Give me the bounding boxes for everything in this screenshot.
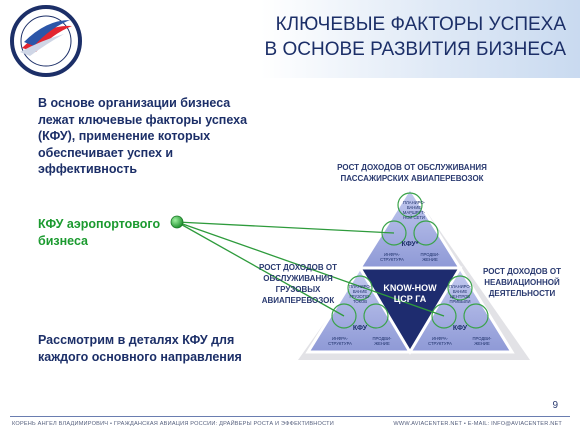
label-left-1: РОСТ ДОХОДОВ ОТ [259, 263, 337, 272]
label-right-1: РОСТ ДОХОДОВ ОТ [483, 267, 561, 276]
intro-text: В основе организации бизнеса лежат ключе… [38, 96, 248, 176]
right-left-item-2: СТРУКТУРА [428, 341, 452, 346]
left-kfu-label: КФУ [353, 325, 368, 332]
top-apex-item-1: ПЛАНИРО- [403, 200, 426, 205]
label-right-2: НЕАВИАЦИОННОЙ [484, 278, 560, 287]
label-top-1: РОСТ ДОХОДОВ ОТ ОБСЛУЖИВАНИЯ [337, 163, 487, 172]
center-triangle [357, 266, 463, 355]
organization-logo [10, 5, 82, 77]
top-kfu-label: КФУ* [402, 241, 419, 248]
left-right-item-1: ПРОДВИ- [373, 336, 393, 341]
right-right-item-2: ЖЕНИЕ [474, 341, 490, 346]
left-apex-item-1: ПЛАНИРО- [349, 284, 372, 289]
label-top-2: ПАССАЖИРСКИХ АВИАПЕРЕВОЗОК [340, 174, 483, 183]
label-right-3: ДЕЯТЕЛЬНОСТИ [489, 289, 556, 298]
right-apex-item-4: ПРИБЫЛИ [449, 299, 470, 304]
top-right-item-1: ПРОДВИ- [421, 252, 441, 257]
consider-text: Рассмотрим в деталях КФУ для каждого осн… [38, 333, 242, 364]
label-left-2: ОБСЛУЖИВАНИЯ [263, 274, 333, 283]
kfu-circles [331, 192, 489, 329]
page-number: 9 [552, 400, 558, 411]
right-left-item-1: ИНФРА- [432, 336, 449, 341]
right-kfu-label: КФУ [453, 325, 468, 332]
left-apex-item-3: ГРУЗОПО- [350, 294, 372, 299]
title-line-2: В ОСНОВЕ РАЗВИТИЯ БИЗНЕСА [264, 39, 566, 60]
top-apex-item-3: МАРШРУТ- [403, 210, 426, 215]
footer-left-text: КОРЕНЬ АНГЕЛ ВЛАДИМИРОВИЧ • ГРАЖДАНСКАЯ … [12, 421, 334, 427]
top-right-item-2: ЖЕНИЕ [422, 257, 438, 262]
title-line-1: КЛЮЧЕВЫЕ ФАКТОРЫ УСПЕХА [275, 14, 566, 35]
slide-header: КЛЮЧЕВЫЕ ФАКТОРЫ УСПЕХА В ОСНОВЕ РАЗВИТИ… [0, 0, 580, 78]
green-dot-marker [170, 215, 184, 229]
left-right-item-2: ЖЕНИЕ [374, 341, 390, 346]
top-apex-item-2: ВАНИЕ [407, 205, 421, 210]
center-text-1: KNOW-HOW [383, 283, 437, 293]
label-left-3: ГРУЗОВЫХ [276, 285, 321, 294]
left-left-item-2: СТРУКТУРА [328, 341, 352, 346]
connector-lines [176, 221, 445, 317]
footer-divider [10, 416, 570, 417]
kfu-airport-label: КФУ аэропортового бизнеса [38, 217, 161, 248]
top-apex-item-4: НОЙ СЕТИ [403, 215, 425, 220]
label-left-4: АВИАПЕРЕВОЗОК [262, 296, 335, 305]
right-apex-item-3: ЦЕНТРОВ [450, 294, 470, 299]
left-apex-item-4: ТОКОВ [353, 299, 367, 304]
footer-right-text: WWW.AVIACENTER.NET • E-MAIL: INFO@AVIACE… [393, 421, 562, 427]
right-apex-item-1: ПЛАНИРО- [449, 284, 472, 289]
left-left-item-1: ИНФРА- [332, 336, 349, 341]
center-text-2: ЦСР ГА [394, 294, 427, 304]
left-apex-item-2: ВАНИЕ [353, 289, 367, 294]
right-apex-item-2: ВАНИЕ [453, 289, 467, 294]
top-left-item-1: ИНФРА- [384, 252, 401, 257]
top-left-item-2: СТРУКТУРА [380, 257, 404, 262]
right-right-item-1: ПРОДВИ- [473, 336, 493, 341]
slide-title: КЛЮЧЕВЫЕ ФАКТОРЫ УСПЕХА В ОСНОВЕ РАЗВИТИ… [206, 12, 566, 62]
